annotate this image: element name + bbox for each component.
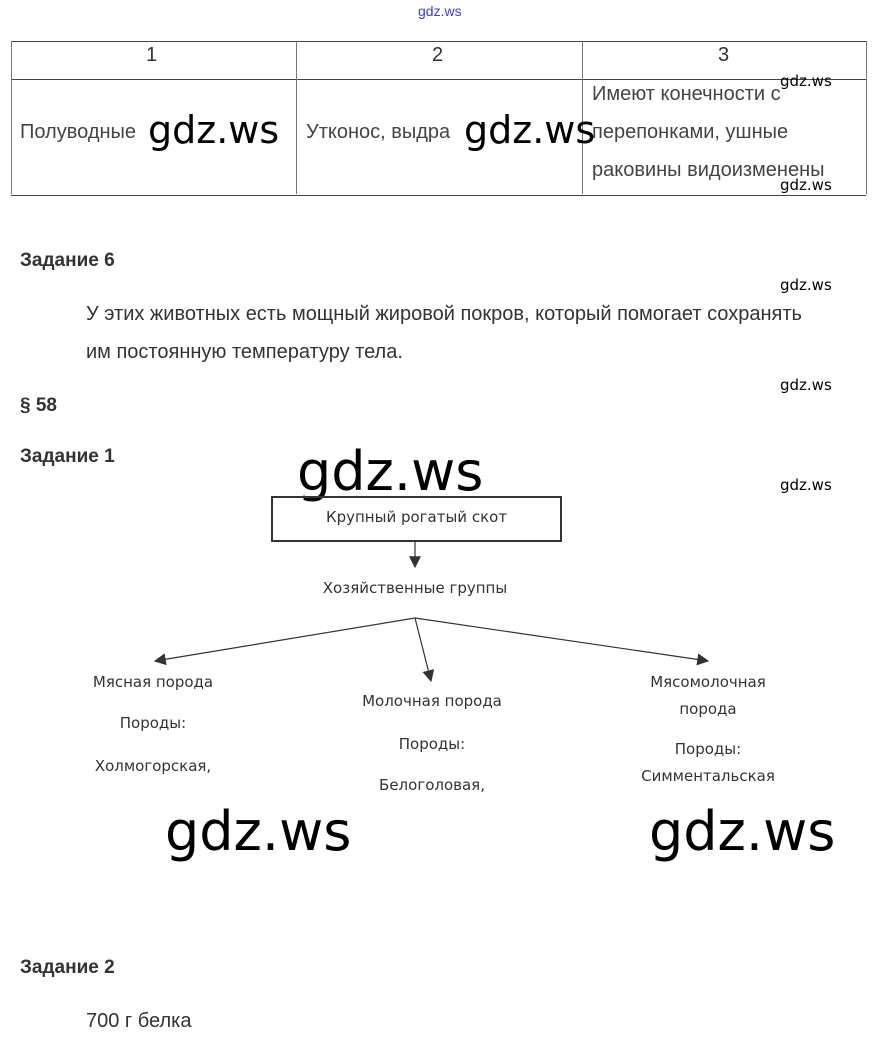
task-title: Задание 6 [20, 250, 115, 271]
table-header: 2 [432, 44, 444, 66]
watermark: gdz.ws [780, 176, 832, 194]
arrow [153, 617, 416, 666]
branch-breeds-label: Породы: [119, 714, 187, 732]
table-divider [582, 41, 583, 194]
watermark: gdz.ws [464, 108, 596, 152]
table-cell: перепонками, ушные [592, 121, 789, 143]
watermark: gdz.ws [780, 72, 832, 90]
table-divider [11, 79, 866, 80]
watermark: gdz.ws [297, 440, 484, 503]
diagram-root-box [271, 496, 562, 542]
branch-name: Мясная порода [92, 673, 214, 691]
branch-name: порода [679, 700, 737, 718]
watermark: gdz.ws [165, 800, 352, 863]
task-answer: 700 г белка [86, 1010, 192, 1032]
watermark: gdz.ws [148, 108, 280, 152]
branch-breeds: Холмогорская, [94, 757, 212, 775]
table-divider [296, 41, 297, 194]
watermark: gdz.ws [780, 376, 832, 394]
branch-breeds-label: Породы: [398, 735, 466, 753]
table-header: 1 [146, 44, 158, 66]
diagram-root-label: Крупный рогатый скот [325, 508, 508, 526]
table-divider [11, 41, 12, 194]
watermark-link[interactable]: gdz.ws [418, 3, 462, 19]
watermark: gdz.ws [780, 476, 832, 494]
table-divider [866, 41, 867, 194]
paragraph-line: У этих животных есть мощный жировой покр… [86, 303, 802, 325]
branch-breeds: Симментальская [641, 767, 775, 785]
arrow [414, 617, 710, 666]
table-cell: раковины видоизменены [592, 159, 825, 181]
table-cell: Утконос, выдра [306, 121, 451, 143]
table-cell: Полуводные [20, 121, 137, 143]
paragraph-line: им постоянную температуру тела. [86, 341, 403, 363]
task-title: Задание 2 [20, 957, 115, 978]
section-title: § 58 [20, 395, 57, 416]
branch-breeds-label: Породы: [674, 740, 742, 758]
table-cell: Имеют конечности с [592, 83, 781, 105]
arrow [414, 617, 435, 683]
watermark: gdz.ws [780, 276, 832, 294]
watermark: gdz.ws [649, 800, 836, 863]
task-title: Задание 1 [20, 446, 115, 467]
table-header: 3 [718, 44, 730, 66]
diagram-groups-label: Хозяйственные группы [322, 579, 508, 597]
branch-name: Молочная порода [362, 692, 502, 710]
branch-name: Мясомолочная [650, 673, 766, 691]
branch-breeds: Белоголовая, [379, 776, 485, 794]
answer-table [11, 41, 866, 196]
